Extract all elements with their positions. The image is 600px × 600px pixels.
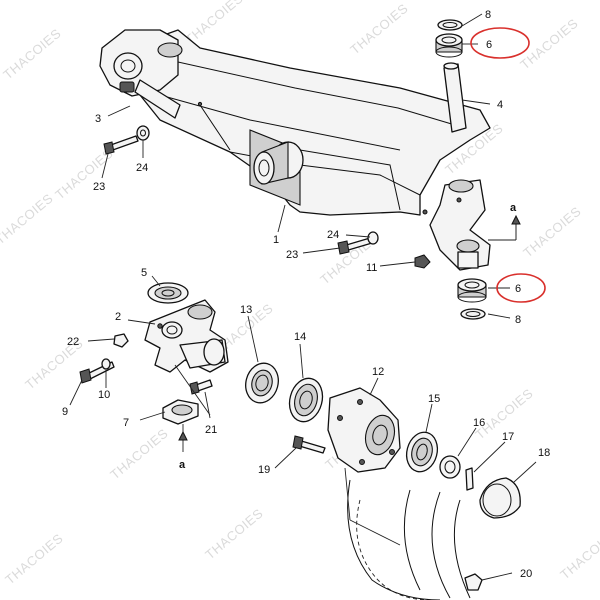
callout-6-top: 6 [486, 39, 492, 51]
callout-8-bottom: 8 [515, 314, 521, 326]
watermark: THACOIES [0, 191, 56, 248]
hub-cap-18 [479, 477, 521, 519]
callout-19: 19 [258, 464, 270, 476]
callout-16: 16 [473, 417, 485, 429]
watermark: THACOIES [0, 26, 64, 83]
callout-24-top: 24 [136, 162, 148, 174]
wheel-rim-outline [347, 479, 471, 600]
callout-15: 15 [428, 393, 440, 405]
watermark: THACOIES [107, 426, 171, 483]
watermark: THACOIES [517, 16, 581, 73]
reference-arrows [178, 214, 521, 441]
steering-knuckle-2 [144, 299, 229, 373]
watermark: THACOIES [2, 531, 66, 588]
callout-24-mid: 24 [327, 229, 339, 241]
callout-13: 13 [240, 304, 252, 316]
highlight-marks [470, 27, 546, 303]
bottom-washer-8 [460, 308, 486, 320]
callouts: 8 6 4 3 24 23 1 24 23 11 a 5 2 22 9 10 7… [62, 9, 550, 580]
callout-20: 20 [520, 568, 532, 580]
bolt-21 [189, 379, 213, 395]
oil-seal-13 [245, 362, 279, 404]
callout-22: 22 [67, 336, 79, 348]
nut-22 [113, 333, 129, 348]
cotter-pin-17 [465, 467, 474, 491]
washer-10 [101, 358, 111, 370]
nut-11 [414, 254, 431, 269]
top-washer-8 [437, 19, 463, 31]
callout-17: 17 [502, 431, 514, 443]
callout-6-bottom: 6 [515, 283, 521, 295]
callout-18: 18 [538, 447, 550, 459]
callout-11: 11 [366, 262, 377, 274]
callout-a-bottom: a [179, 459, 186, 471]
callout-23-mid: 23 [286, 249, 298, 261]
callout-2: 2 [115, 311, 121, 323]
bolt-23-top [103, 135, 139, 155]
nut-24-mid [367, 231, 379, 245]
watermark: THACOIES [347, 1, 411, 58]
callout-10: 10 [98, 389, 110, 401]
castle-nut-16 [439, 455, 461, 479]
callout-3: 3 [95, 113, 101, 125]
callout-21: 21 [205, 424, 217, 436]
watermark: THACOIES [182, 0, 246, 47]
nut-24-top [136, 125, 150, 141]
bearing-14 [288, 377, 324, 423]
callout-1: 1 [273, 234, 279, 246]
callout-12: 12 [372, 366, 384, 378]
highlight-oval-callout-6-bottom [496, 273, 546, 303]
bottom-bushing-6 [457, 278, 487, 303]
top-bushing-6 [435, 33, 463, 58]
housing-stub-shaft [253, 141, 304, 185]
bushing-7 [162, 399, 199, 425]
callout-7: 7 [123, 417, 129, 429]
highlight-oval-callout-6-top [470, 27, 530, 59]
callout-23-top: 23 [93, 181, 105, 193]
kingpin-4 [443, 62, 467, 133]
bearing-15 [405, 431, 439, 473]
callout-8-top: 8 [485, 9, 491, 21]
bolt-19 [292, 435, 326, 454]
callout-5: 5 [141, 267, 147, 279]
watermark: THACOIES [557, 526, 600, 583]
right-pivot-bracket [429, 179, 491, 271]
watermark: THACOIES [520, 204, 584, 261]
leader-lines [69, 13, 537, 581]
watermark: THACOIES [202, 506, 266, 563]
wheel-nut-20 [464, 573, 483, 591]
callout-4: 4 [497, 99, 503, 111]
callout-9: 9 [62, 406, 68, 418]
callout-14: 14 [294, 331, 306, 343]
bearing-5 [147, 282, 189, 304]
upper-left-knuckle [99, 29, 183, 119]
callout-a-top: a [510, 202, 517, 214]
